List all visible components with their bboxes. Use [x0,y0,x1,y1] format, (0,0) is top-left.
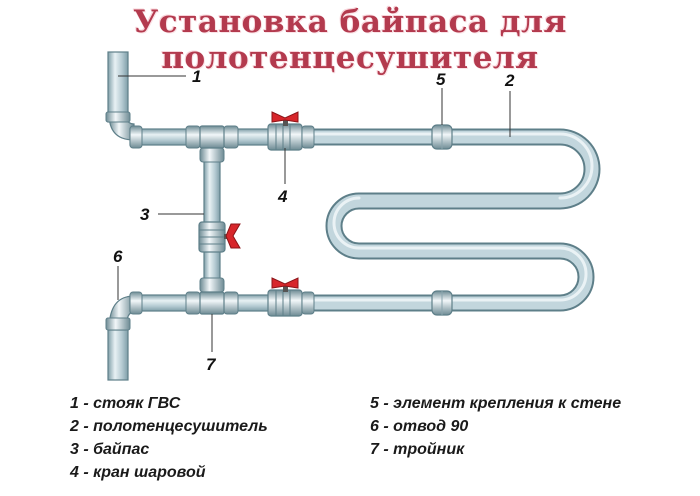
callout-7: 7 [206,355,217,374]
tee-fitting [199,125,225,315]
couplings [129,125,239,315]
callout-numbers: 1 2 5 3 4 6 7 [113,67,515,374]
legend-item: 3 - байпас [70,441,150,458]
callout-1: 1 [192,67,201,86]
callout-5: 5 [436,70,446,89]
callout-4: 4 [277,187,288,206]
legend-item: 6 - отвод 90 [370,418,469,435]
wall-mount [431,124,453,316]
legend-item: 4 - кран шаровой [70,464,206,481]
legend-right-column: 5 - элемент крепления к стене 6 - отвод … [370,392,621,461]
towel-dryer-coil [291,128,601,312]
callout-2: 2 [504,71,515,90]
legend-left-column: 1 - стояк ГВС 2 - полотенцесушитель 3 - … [70,392,268,484]
legend-item: 2 - полотенцесушитель [70,418,268,435]
legend-item: 1 - стояк ГВС [70,395,181,412]
legend-item: 5 - элемент крепления к стене [370,395,622,412]
legend-item: 7 - тройник [370,441,465,458]
callout-6: 6 [113,247,123,266]
ball-valve-top [267,111,315,151]
diagram-title: Установка байпаса для полотенцесушителя [133,4,567,76]
leader-lines [117,75,511,352]
callout-3: 3 [140,205,150,224]
elbow-fitting [105,111,135,331]
hot-water-riser [107,51,129,381]
ball-valve-bottom [267,277,315,317]
ball-valve-bypass [198,221,241,253]
